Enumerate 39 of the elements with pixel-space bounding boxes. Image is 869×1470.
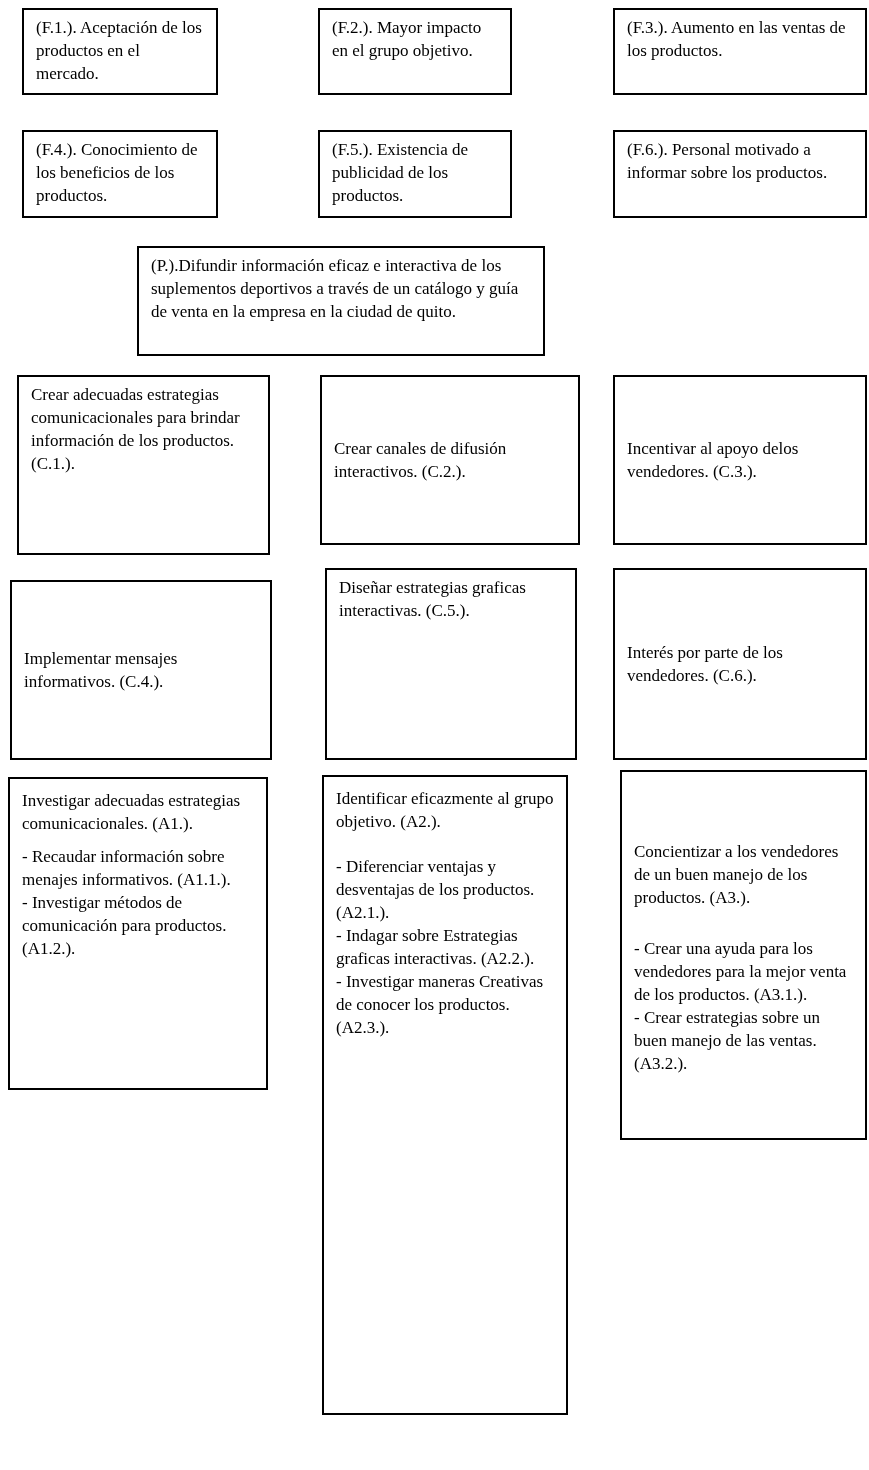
box-text: (F.2.). Mayor impacto en el grupo objetivo.: [332, 17, 483, 62]
box-text: Implementar mensajes informativos. (C.4.).: [24, 648, 179, 693]
box-text: Interés por parte de los vendedores. (C.6.).: [627, 642, 784, 687]
text-box: [17, 375, 270, 555]
text-box: [620, 770, 867, 1140]
box-text: Crear adecuadas estrategias comunicacionales para brindar información de los productos. (C.1.).: [31, 384, 241, 475]
text-box: [318, 130, 512, 218]
text-box: [10, 580, 272, 760]
box-text: Identificar eficazmente al grupo objetivo. (A2.).: [336, 788, 555, 833]
text-box: [613, 375, 867, 545]
activity-item: - Investigar maneras Creativas de conocer los productos. (A2.3.).: [336, 971, 545, 1039]
text-box: [613, 568, 867, 760]
text-box: [318, 8, 512, 95]
text-box: [322, 775, 568, 1415]
text-box: [613, 8, 867, 95]
text-box: [22, 130, 218, 218]
text-box: [8, 777, 268, 1090]
text-box: [613, 130, 867, 218]
box-text: (F.3.). Aumento en las ventas de los productos.: [627, 17, 847, 62]
box-text: Concientizar a los vendedores de un buen manejo de los productos. (A3.).: [634, 840, 840, 909]
activity-item: - Investigar métodos de comunicación para productos. (A1.2.).: [22, 892, 228, 960]
box-text: Incentivar al apoyo delos vendedores. (C.3.).: [627, 438, 800, 483]
box-text: (F.1.). Aceptación de los productos en el mercado.: [36, 17, 203, 85]
box-text: (F.5.). Existencia de publicidad de los productos.: [332, 139, 470, 207]
text-box: [325, 568, 577, 760]
box-text: (P.).Difundir información eficaz e interactiva de los suplementos deportivos a través de un catálogo y guía de venta en la empresa en la ciudad de quito.: [151, 255, 520, 323]
box-text: (F.6.). Personal motivado a informar sobre los productos.: [627, 139, 829, 184]
text-box: [320, 375, 580, 545]
activity-item: - Crear estrategias sobre un buen manejo de las ventas. (A3.2.).: [634, 1006, 821, 1075]
text-box: [137, 246, 545, 356]
activity-item: - Diferenciar ventajas y desventajas de los productos. (A2.1.).: [336, 856, 536, 924]
activity-item: - Recaudar información sobre menajes informativos. (A1.1.).: [22, 846, 232, 891]
box-text: Investigar adecuadas estrategias comunicacionales. (A1.).: [22, 790, 242, 835]
box-text: (F.4.). Conocimiento de los beneficios de los productos.: [36, 139, 199, 207]
box-text: Diseñar estrategias graficas interactivas. (C.5.).: [339, 577, 527, 622]
activity-item: - Indagar sobre Estrategias graficas interactivas. (A2.2.).: [336, 925, 536, 970]
text-box: [22, 8, 218, 95]
activity-item: - Crear una ayuda para los vendedores para la mejor venta de los productos. (A3.1.).: [634, 937, 848, 1006]
box-text: Crear canales de difusión interactivos. (C.2.).: [334, 438, 508, 483]
